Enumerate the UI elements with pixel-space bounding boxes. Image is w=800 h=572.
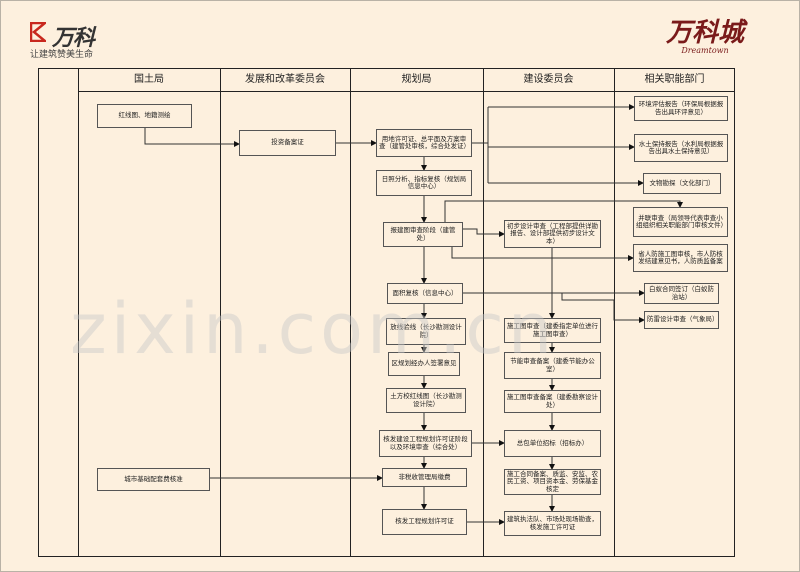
column-divider bbox=[350, 68, 351, 557]
box-permit-stage: 核发建设工程规划许可证阶段以及环境审查（综合处） bbox=[379, 430, 472, 457]
connector bbox=[444, 200, 683, 222]
flow-table bbox=[38, 68, 735, 557]
box-preliminary-design: 初步设计审查（工程部提供详勘报告、设计部提供初步设计文本） bbox=[504, 220, 601, 248]
box-setting-out: 放线验线（长沙勘测设计院） bbox=[386, 318, 466, 345]
connector bbox=[561, 293, 645, 323]
box-termite-contract: 白蚁合同签订（白蚁防治站） bbox=[644, 283, 719, 304]
column-header-land: 国土局 bbox=[134, 74, 164, 85]
brand-right: 万科城 bbox=[665, 18, 744, 48]
column-divider bbox=[78, 68, 79, 557]
box-joint-review: 并联审查（局领导代表审查小组组织相关职能部门审核文件） bbox=[633, 207, 728, 237]
connector bbox=[451, 247, 634, 261]
box-relics-survey: 文物勘探（文化部门） bbox=[643, 173, 721, 194]
box-construction-drawing-review: 施工图审查（建委指定单位进行施工图审查） bbox=[504, 318, 601, 343]
column-header-construction: 建设委员会 bbox=[523, 74, 574, 85]
column-divider bbox=[483, 68, 484, 557]
box-area-check: 面积复核（信息中心） bbox=[387, 283, 463, 304]
column-header-ndrc: 发展和改革委员会 bbox=[245, 74, 325, 85]
brand-left: 万科 bbox=[52, 26, 95, 51]
box-energy-filing: 节能审查备案（建委节能办公室） bbox=[504, 352, 601, 379]
vanke-logo-icon bbox=[30, 22, 46, 42]
box-earthwork: 土方校红线图（长沙勘测设计院） bbox=[386, 388, 466, 413]
column-header-related: 相关职能部门 bbox=[644, 74, 705, 85]
box-investment-filing: 投资备案证 bbox=[239, 130, 336, 156]
column-divider bbox=[220, 68, 221, 557]
header-divider bbox=[78, 91, 735, 92]
box-contract-filing: 施工合同备案、质监、安监、农民工资、项目资本金、劳保基金核定 bbox=[504, 469, 601, 495]
column-header-planning: 规划局 bbox=[401, 74, 432, 85]
box-tender: 总包单位招标（招标办） bbox=[504, 430, 601, 457]
box-environment-report: 环境评估报告（环保局根据报告出具环评意见） bbox=[634, 96, 728, 121]
box-drawing-filing: 施工图审查备案（建委勘察设计处） bbox=[504, 390, 601, 413]
connector bbox=[144, 128, 240, 147]
dreamtown-logo: 万科城 Dreamtown bbox=[655, 20, 755, 55]
box-soil-water-report: 水土保持报告（水利局根据报告出具水土保持意见） bbox=[634, 134, 728, 162]
box-officer-opinion: 区规划经办人签署意见 bbox=[388, 352, 460, 376]
box-sunlight-analysis: 日照分析、指标复核（规划局信息中心） bbox=[376, 170, 472, 196]
box-civil-defense: 省人防施工图审核，市人防核发结建意见书，人防质监备案 bbox=[633, 244, 728, 272]
box-planning-permit: 核发工程规划许可证 bbox=[382, 509, 467, 535]
box-infrastructure-fee: 城市基础配套费核准 bbox=[97, 468, 210, 491]
box-lightning-review: 防雷设计审查（气象局） bbox=[644, 311, 719, 329]
connector bbox=[463, 228, 505, 237]
box-construction-permit: 建筑执法队、市场处现场勘查，核发施工许可证 bbox=[504, 511, 601, 536]
slogan: 让建筑赞美生命 bbox=[30, 50, 94, 60]
brand-right-sub: Dreamtown bbox=[681, 46, 729, 55]
box-drawing-review: 报建图审查阶段（建管处） bbox=[383, 222, 463, 247]
box-fee-payment: 非税收管理局缴费 bbox=[382, 468, 467, 487]
box-land-permit: 用地许可证、总平面及方案审查（建管处审核，综合处发证） bbox=[376, 129, 472, 157]
box-red-line-survey: 红线图、地籍测绘 bbox=[97, 104, 192, 128]
